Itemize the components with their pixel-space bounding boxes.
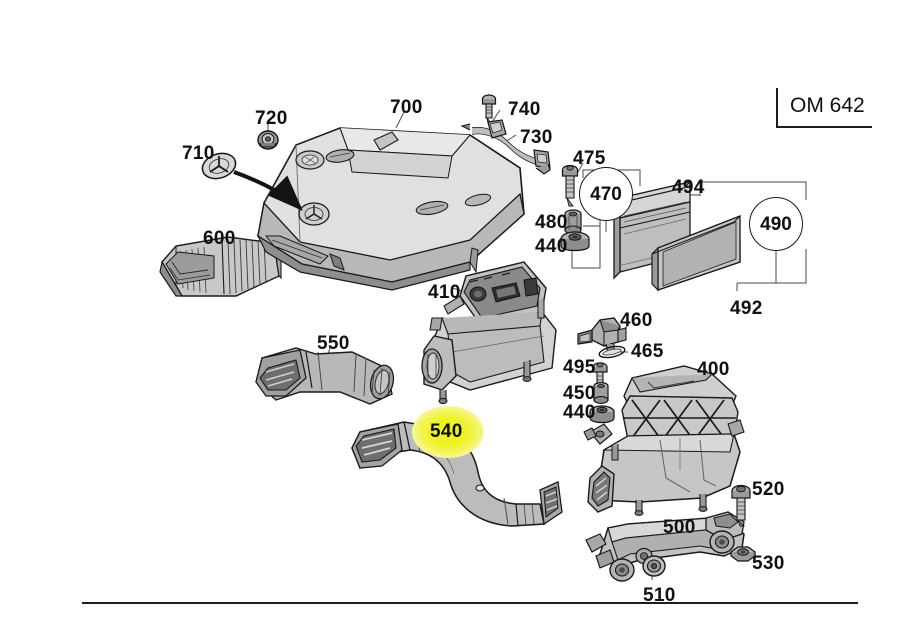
part-label-475: 475 [573, 148, 606, 169]
part-label-600: 600 [203, 228, 236, 249]
part-492-filter-element-lower [651, 215, 741, 292]
part-label-530: 530 [752, 553, 785, 574]
part-465-o-ring [598, 345, 626, 359]
part-label-450: 450 [563, 383, 596, 404]
part-740-bolt [481, 94, 497, 124]
part-550-intake-hose [255, 347, 395, 405]
part-label-520: 520 [752, 479, 785, 500]
part-600-bellows-duct [159, 236, 282, 297]
part-700-engine-cover [256, 127, 525, 291]
part-label-700: 700 [390, 97, 423, 118]
part-label-480: 480 [535, 212, 568, 233]
part-label-460: 460 [620, 310, 653, 331]
part-540-charge-air-pipe [351, 421, 563, 527]
part-400-air-cleaner-housing [583, 365, 745, 516]
engine-code-box: OM 642 [776, 88, 872, 128]
part-510-bushing-pair [642, 555, 666, 577]
part-730-bracket-strap [460, 119, 551, 175]
part-label-510: 510 [643, 585, 676, 606]
part-500-support-bracket [585, 511, 745, 582]
part-475-bolt-long [561, 164, 579, 207]
part-label-465: 465 [631, 341, 664, 362]
part-label-500: 500 [663, 517, 696, 538]
part-label-440-upper: 440 [535, 236, 568, 257]
part-label-410: 410 [428, 282, 461, 303]
part-label-494: 494 [672, 177, 705, 198]
part-label-440-lower: 440 [563, 402, 596, 423]
part-label-group-490: 490 [749, 197, 803, 251]
part-710-star-emblem [201, 152, 303, 211]
part-label-492: 492 [730, 298, 763, 319]
part-label-group-470: 470 [579, 167, 633, 221]
part-label-550: 550 [317, 333, 350, 354]
part-label-400: 400 [697, 359, 730, 380]
part-720-grommet [257, 130, 279, 150]
part-440-rubber-mount-upper [560, 231, 590, 252]
part-label-540: 540 [430, 421, 463, 442]
part-410-intake-manifold [421, 261, 557, 405]
part-label-730: 730 [520, 127, 553, 148]
part-440-rubber-mount-lower [589, 405, 615, 424]
part-label-740: 740 [508, 99, 541, 120]
engine-code-label: OM 642 [790, 94, 865, 117]
part-530-nut [729, 546, 757, 562]
part-450-spacer-sleeve [593, 382, 609, 404]
part-label-720: 720 [255, 108, 288, 129]
part-label-495: 495 [563, 357, 596, 378]
part-520-bolt-bracket [731, 484, 751, 527]
footer-rule [82, 602, 858, 604]
part-label-710: 710 [182, 143, 215, 164]
